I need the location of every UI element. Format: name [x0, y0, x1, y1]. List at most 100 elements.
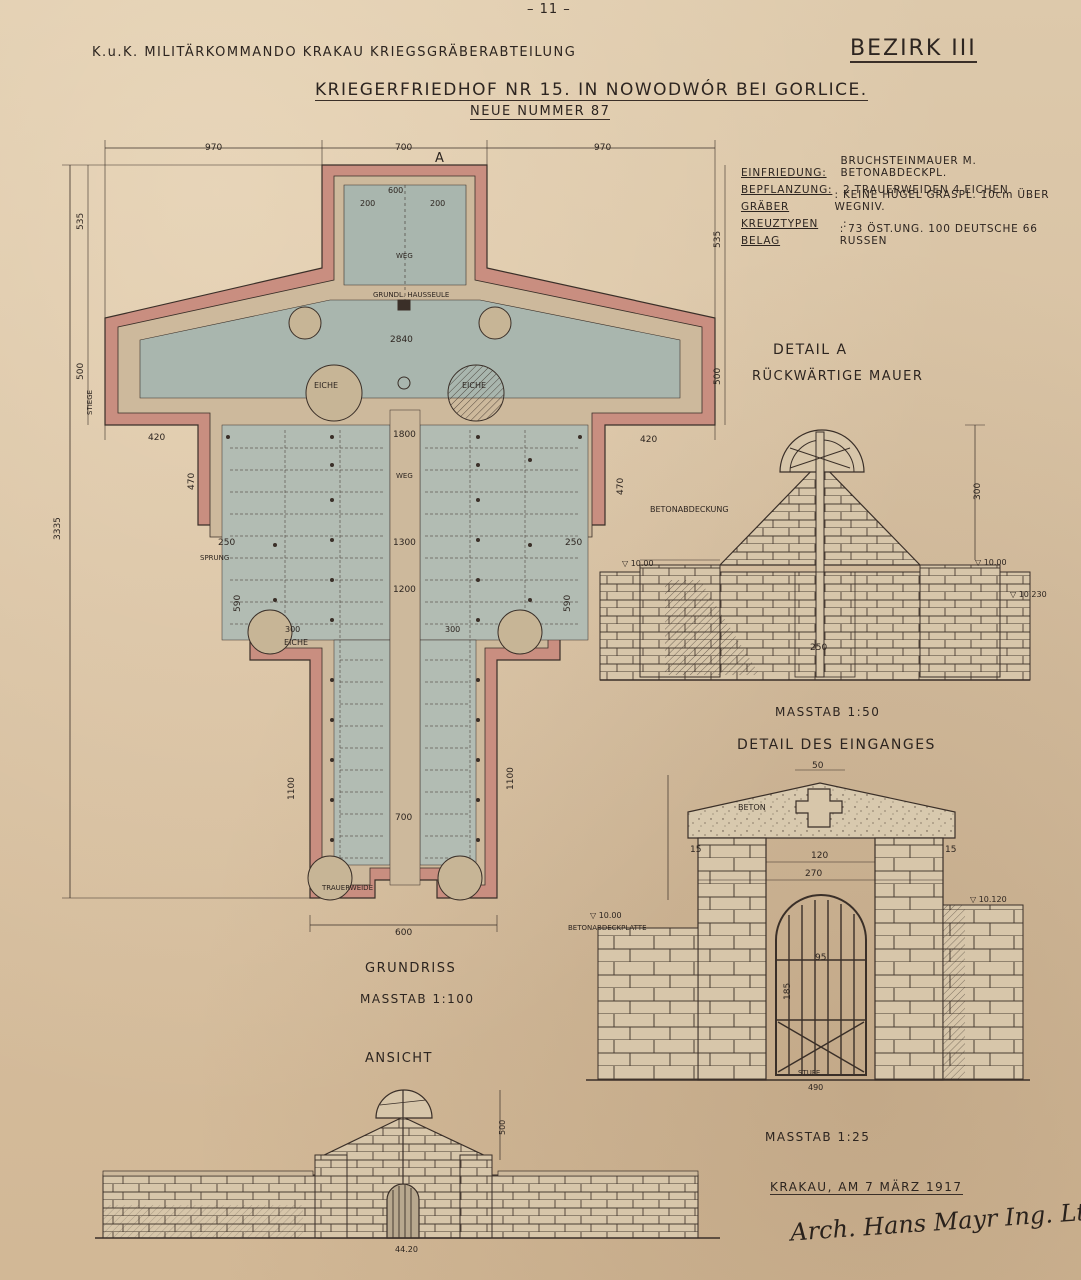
drawing-title: KRIEGERFRIEDHOF NR 15. IN NOWODWÓR BEI G…: [315, 80, 868, 101]
tree-label-right: EICHE: [462, 381, 486, 390]
entrance-step-label: STUFE: [798, 1069, 820, 1077]
info-row: KREUZTYPEN:: [741, 213, 1081, 230]
dim-200-a: 200: [360, 199, 375, 208]
dim-1100-left: 1100: [287, 777, 297, 800]
entrance-title: DETAIL DES EINGANGES: [737, 737, 936, 753]
dim-420-right: 420: [640, 435, 657, 445]
path-label: WEG: [396, 252, 413, 260]
dim-535-left: 535: [76, 213, 86, 230]
dim-470-right: 470: [616, 478, 626, 495]
detail-a-drawing: [599, 424, 1031, 681]
marker-a: A: [435, 151, 444, 166]
info-key: EINFRIEDUNG:: [741, 167, 827, 179]
info-row: BELAG: 73 ÖST.UNG. 100 DEUTSCHE 66 RUSSE…: [741, 223, 1081, 247]
detail-a-width: 250: [810, 643, 827, 653]
grass-bed: [221, 424, 391, 641]
entrance-plate-label: BETONABDECKPLATTE: [568, 924, 647, 932]
grave-markers: [226, 435, 582, 842]
entrance-drawing: [586, 769, 1030, 1081]
info-value: : KEINE HÜGEL GRASPL. 10cm ÜBER WEGNIV.: [834, 189, 1050, 213]
dim-overall-height: 3335: [53, 517, 63, 540]
detail-a-subtitle: RÜCKWÄRTIGE MAUER: [752, 367, 923, 384]
entrance-level-right: ▽ 10.120: [970, 895, 1007, 904]
monument-label: GRUNDL. HAUSSEULE: [373, 291, 449, 299]
entrance-dim-15-right: 15: [945, 845, 956, 855]
info-row: EINFRIEDUNG: BRUCHSTEINMAUER M. BETONABDE…: [741, 155, 1081, 179]
grass-bed: [419, 639, 477, 866]
detail-a-level-left: ▽ 10.00: [622, 559, 654, 568]
info-value: BRUCHSTEINMAUER M. BETONABDECKPL.: [840, 155, 977, 179]
dim-1200: 1200: [393, 585, 416, 595]
dim-535-right: 535: [713, 231, 723, 248]
tree-label-left: EICHE: [314, 381, 338, 390]
dim-2840: 2840: [390, 335, 413, 345]
tree-icons: [247, 299, 543, 901]
district-label: BEZIRK III: [850, 36, 977, 63]
entrance-beton-label: BETON: [738, 803, 766, 812]
detail-a-level-right: ▽ 10.00: [975, 558, 1007, 567]
info-key: BEPFLANZUNG:: [741, 184, 833, 196]
dim-250-left: 250: [218, 538, 235, 548]
detail-a-level-right2: ▽ 10.230: [1010, 590, 1047, 599]
dim-1300: 1300: [393, 538, 416, 548]
dim-700: 700: [395, 813, 412, 823]
info-value: :: [843, 218, 848, 230]
dim-200-b: 200: [430, 199, 445, 208]
info-key: GRÄBER: [741, 201, 790, 213]
detail-a-height: 300: [973, 483, 983, 500]
entrance-scale: MASSTAB 1:25: [765, 1130, 870, 1144]
detail-a-title: DETAIL A: [773, 342, 848, 358]
grass-bed: [419, 424, 589, 641]
drawing-subtitle: NEUE NUMMER 87: [470, 104, 611, 120]
dim-top-left: 970: [205, 143, 222, 153]
elevation-dim-bottom: 44.20: [395, 1245, 418, 1254]
place-date: KRAKAU, AM 7 MÄRZ 1917: [770, 1180, 963, 1195]
dim-1800: 1800: [393, 430, 416, 440]
sprung-label: SPRUNG: [200, 554, 229, 562]
authority-header: K.u.K. MILITÄRKOMMANDO KRAKAU KRIEGSGRÄB…: [92, 45, 577, 60]
path-label: WEG: [396, 472, 413, 480]
dim-300: 300: [285, 625, 300, 634]
page-number: – 11 –: [527, 2, 571, 17]
entrance-dim-270: 270: [805, 869, 822, 879]
entrance-dim-top: 50: [812, 761, 824, 771]
willow-label: TRAUERWEIDE: [321, 884, 373, 892]
info-value: : 73 ÖST.UNG. 100 DEUTSCHE 66 RUSSEN: [839, 223, 1038, 247]
dim-500-right: 500: [713, 368, 723, 385]
info-table: EINFRIEDUNG: BRUCHSTEINMAUER M. BETONABDE…: [741, 155, 1081, 247]
detail-a-cover-label: BETONABDECKUNG: [650, 505, 729, 514]
central-path: [389, 409, 421, 886]
info-value: 2 TRAUERWEIDEN 4 EICHEN: [843, 184, 1009, 196]
site-plan: A 970 700 970 3335 535 535 500 500 2840 …: [53, 140, 726, 938]
dim-420-left: 420: [148, 433, 165, 443]
dim-470-left: 470: [187, 473, 197, 490]
grave-rows-left: [230, 430, 385, 865]
plan-caption: GRUNDRISS: [365, 961, 456, 976]
entrance-level-left: ▽ 10.00: [590, 911, 622, 920]
dim-1100-right: 1100: [506, 767, 516, 790]
grass-bed: [333, 639, 391, 866]
dim-590-left: 590: [233, 595, 243, 612]
info-key: KREUZTYPEN: [741, 218, 819, 230]
dim-top-right: 970: [594, 143, 611, 153]
stiege-label: STIEGE: [86, 390, 94, 415]
detail-a-scale: MASSTAB 1:50: [775, 705, 880, 719]
entrance-dim-bottom: 490: [808, 1083, 823, 1092]
dim-600: 600: [395, 928, 412, 938]
tree-label-lower: EICHE: [284, 638, 308, 647]
entrance-dim-15-left: 15: [690, 845, 701, 855]
elevation-drawing: [95, 1089, 720, 1239]
dim-300-b: 300: [445, 625, 460, 634]
dim-600-top: 600: [388, 186, 403, 195]
dim-250-right: 250: [565, 538, 582, 548]
info-row: GRÄBER : KEINE HÜGEL GRASPL. 10cm ÜBER WE…: [741, 189, 1081, 213]
entrance-dim-width: 95: [815, 953, 826, 963]
grass-bed: [139, 299, 681, 399]
dim-top-mid: 700: [395, 143, 412, 153]
entrance-dim-120: 120: [811, 851, 828, 861]
elevation-title: ANSICHT: [365, 1051, 433, 1066]
plan-scale: MASSTAB 1:100: [360, 992, 475, 1006]
dim-590-right: 590: [563, 595, 573, 612]
elevation-height: 500: [498, 1120, 507, 1135]
